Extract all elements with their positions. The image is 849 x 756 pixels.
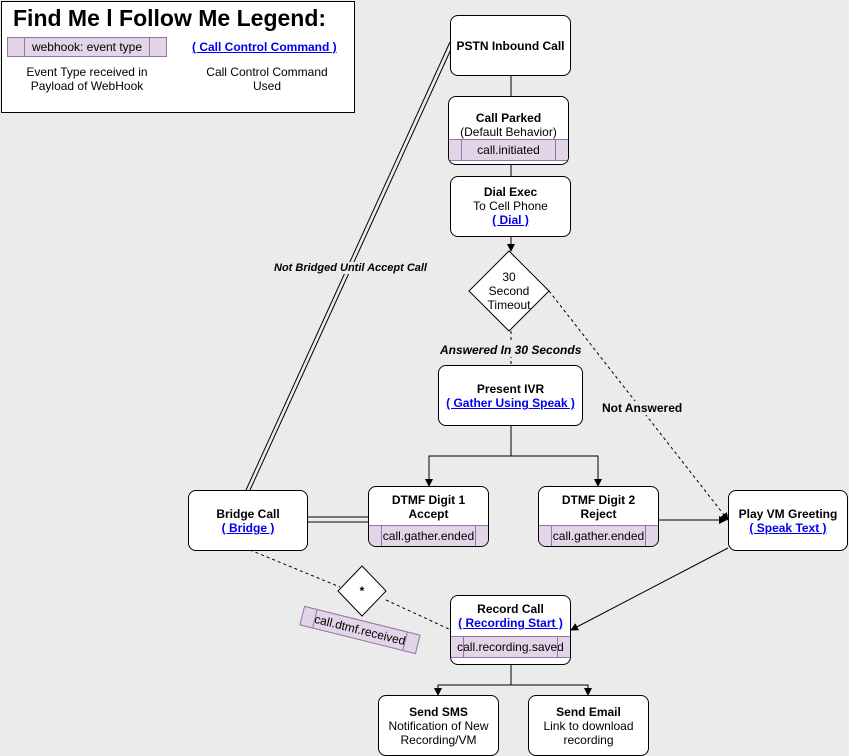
accept-line: Accept [408, 507, 449, 521]
timeout-line1: 30 [502, 270, 516, 284]
bridge-command-link[interactable]: ( Bridge ) [221, 521, 275, 535]
legend-webhook-note: Event Type received in Payload of WebHoo… [12, 65, 162, 93]
timeout-line2: Second [488, 284, 530, 298]
sms-line2: Recording/VM [400, 733, 477, 747]
edge-vm-record [570, 547, 729, 631]
legend-command-sample[interactable]: ( Call Control Command ) [192, 40, 337, 54]
legend-webhook-note-1: Event Type received in [26, 65, 148, 79]
timeout-text: 30 Second Timeout [474, 270, 544, 312]
timeout-diamond [468, 250, 550, 332]
legend-webhook-sample: webhook: event type [7, 37, 167, 57]
parked-title: Call Parked [475, 111, 542, 125]
accept-title: DTMF Digit 1 [391, 493, 466, 507]
star-label: * [359, 584, 365, 598]
node-send-sms[interactable]: Send SMS Notification of New Recording/V… [378, 695, 499, 756]
node-call-parked[interactable]: Call Parked (Default Behavior) call.init… [448, 96, 569, 165]
dial-title: Dial Exec [483, 185, 538, 199]
edge-bridge-star [249, 549, 341, 588]
legend-command-note: Call Control Command Used [192, 65, 342, 93]
legend-title: Find Me l Follow Me Legend: [13, 5, 327, 31]
reject-line: Reject [580, 507, 617, 521]
node-pstn-inbound-call[interactable]: PSTN Inbound Call [450, 15, 571, 76]
reject-event-tag: call.gather.ended [539, 525, 658, 546]
email-title: Send Email [556, 705, 621, 719]
accept-event-tag: call.gather.ended [369, 525, 488, 546]
node-dtmf-accept[interactable]: DTMF Digit 1 Accept call.gather.ended [368, 486, 489, 547]
timeout-line3: Timeout [487, 298, 531, 312]
dial-command-link[interactable]: ( Dial ) [492, 213, 529, 227]
legend-webhook-note-2: Payload of WebHook [30, 79, 144, 93]
edge-label-not-answered: Not Answered [602, 401, 683, 415]
node-bridge-call[interactable]: Bridge Call ( Bridge ) [188, 490, 308, 551]
node-play-vm-greeting[interactable]: Play VM Greeting ( Speak Text ) [728, 490, 848, 551]
reject-title: DTMF Digit 2 [561, 493, 636, 507]
legend-panel: Find Me l Follow Me Legend: webhook: eve… [1, 1, 355, 113]
node-dial-exec[interactable]: Dial Exec To Cell Phone ( Dial ) [450, 176, 571, 237]
record-title: Record Call [477, 602, 544, 616]
edge-star-record [385, 599, 452, 631]
edge-label-not-bridged: Not Bridged Until Accept Call [274, 262, 427, 274]
record-command-link[interactable]: ( Recording Start ) [458, 616, 563, 630]
vm-title: Play VM Greeting [738, 507, 838, 521]
edge-record-split [434, 665, 512, 696]
edge-label-answered: Answered In 30 Seconds [440, 343, 582, 357]
node-record-call[interactable]: Record Call ( Recording Start ) call.rec… [450, 595, 571, 665]
ivr-command-link[interactable]: ( Gather Using Speak ) [446, 396, 575, 410]
legend-command-note-1: Call Control Command [206, 65, 328, 79]
edge-ivr-split [425, 426, 512, 487]
star-diamond [337, 565, 387, 617]
sms-title: Send SMS [409, 705, 468, 719]
node-present-ivr[interactable]: Present IVR ( Gather Using Speak ) [438, 365, 583, 426]
node-send-email[interactable]: Send Email Link to download recording [528, 695, 649, 756]
email-line2: recording [563, 733, 614, 747]
record-event-tag: call.recording.saved [451, 636, 570, 658]
email-line1: Link to download [543, 719, 634, 733]
vm-command-link[interactable]: ( Speak Text ) [749, 521, 827, 535]
bridge-title: Bridge Call [216, 507, 280, 521]
parked-line: (Default Behavior) [460, 125, 557, 139]
edge-record-split-right [511, 684, 592, 696]
pstn-title: PSTN Inbound Call [456, 39, 565, 53]
node-dtmf-reject[interactable]: DTMF Digit 2 Reject call.gather.ended [538, 486, 659, 547]
sms-line1: Notification of New [388, 719, 489, 733]
legend-command-note-2: Used [252, 79, 281, 93]
dial-line: To Cell Phone [473, 199, 548, 213]
edge-ivr-split-right [511, 455, 602, 487]
parked-event-tag: call.initiated [449, 139, 568, 161]
ivr-title: Present IVR [476, 382, 545, 396]
